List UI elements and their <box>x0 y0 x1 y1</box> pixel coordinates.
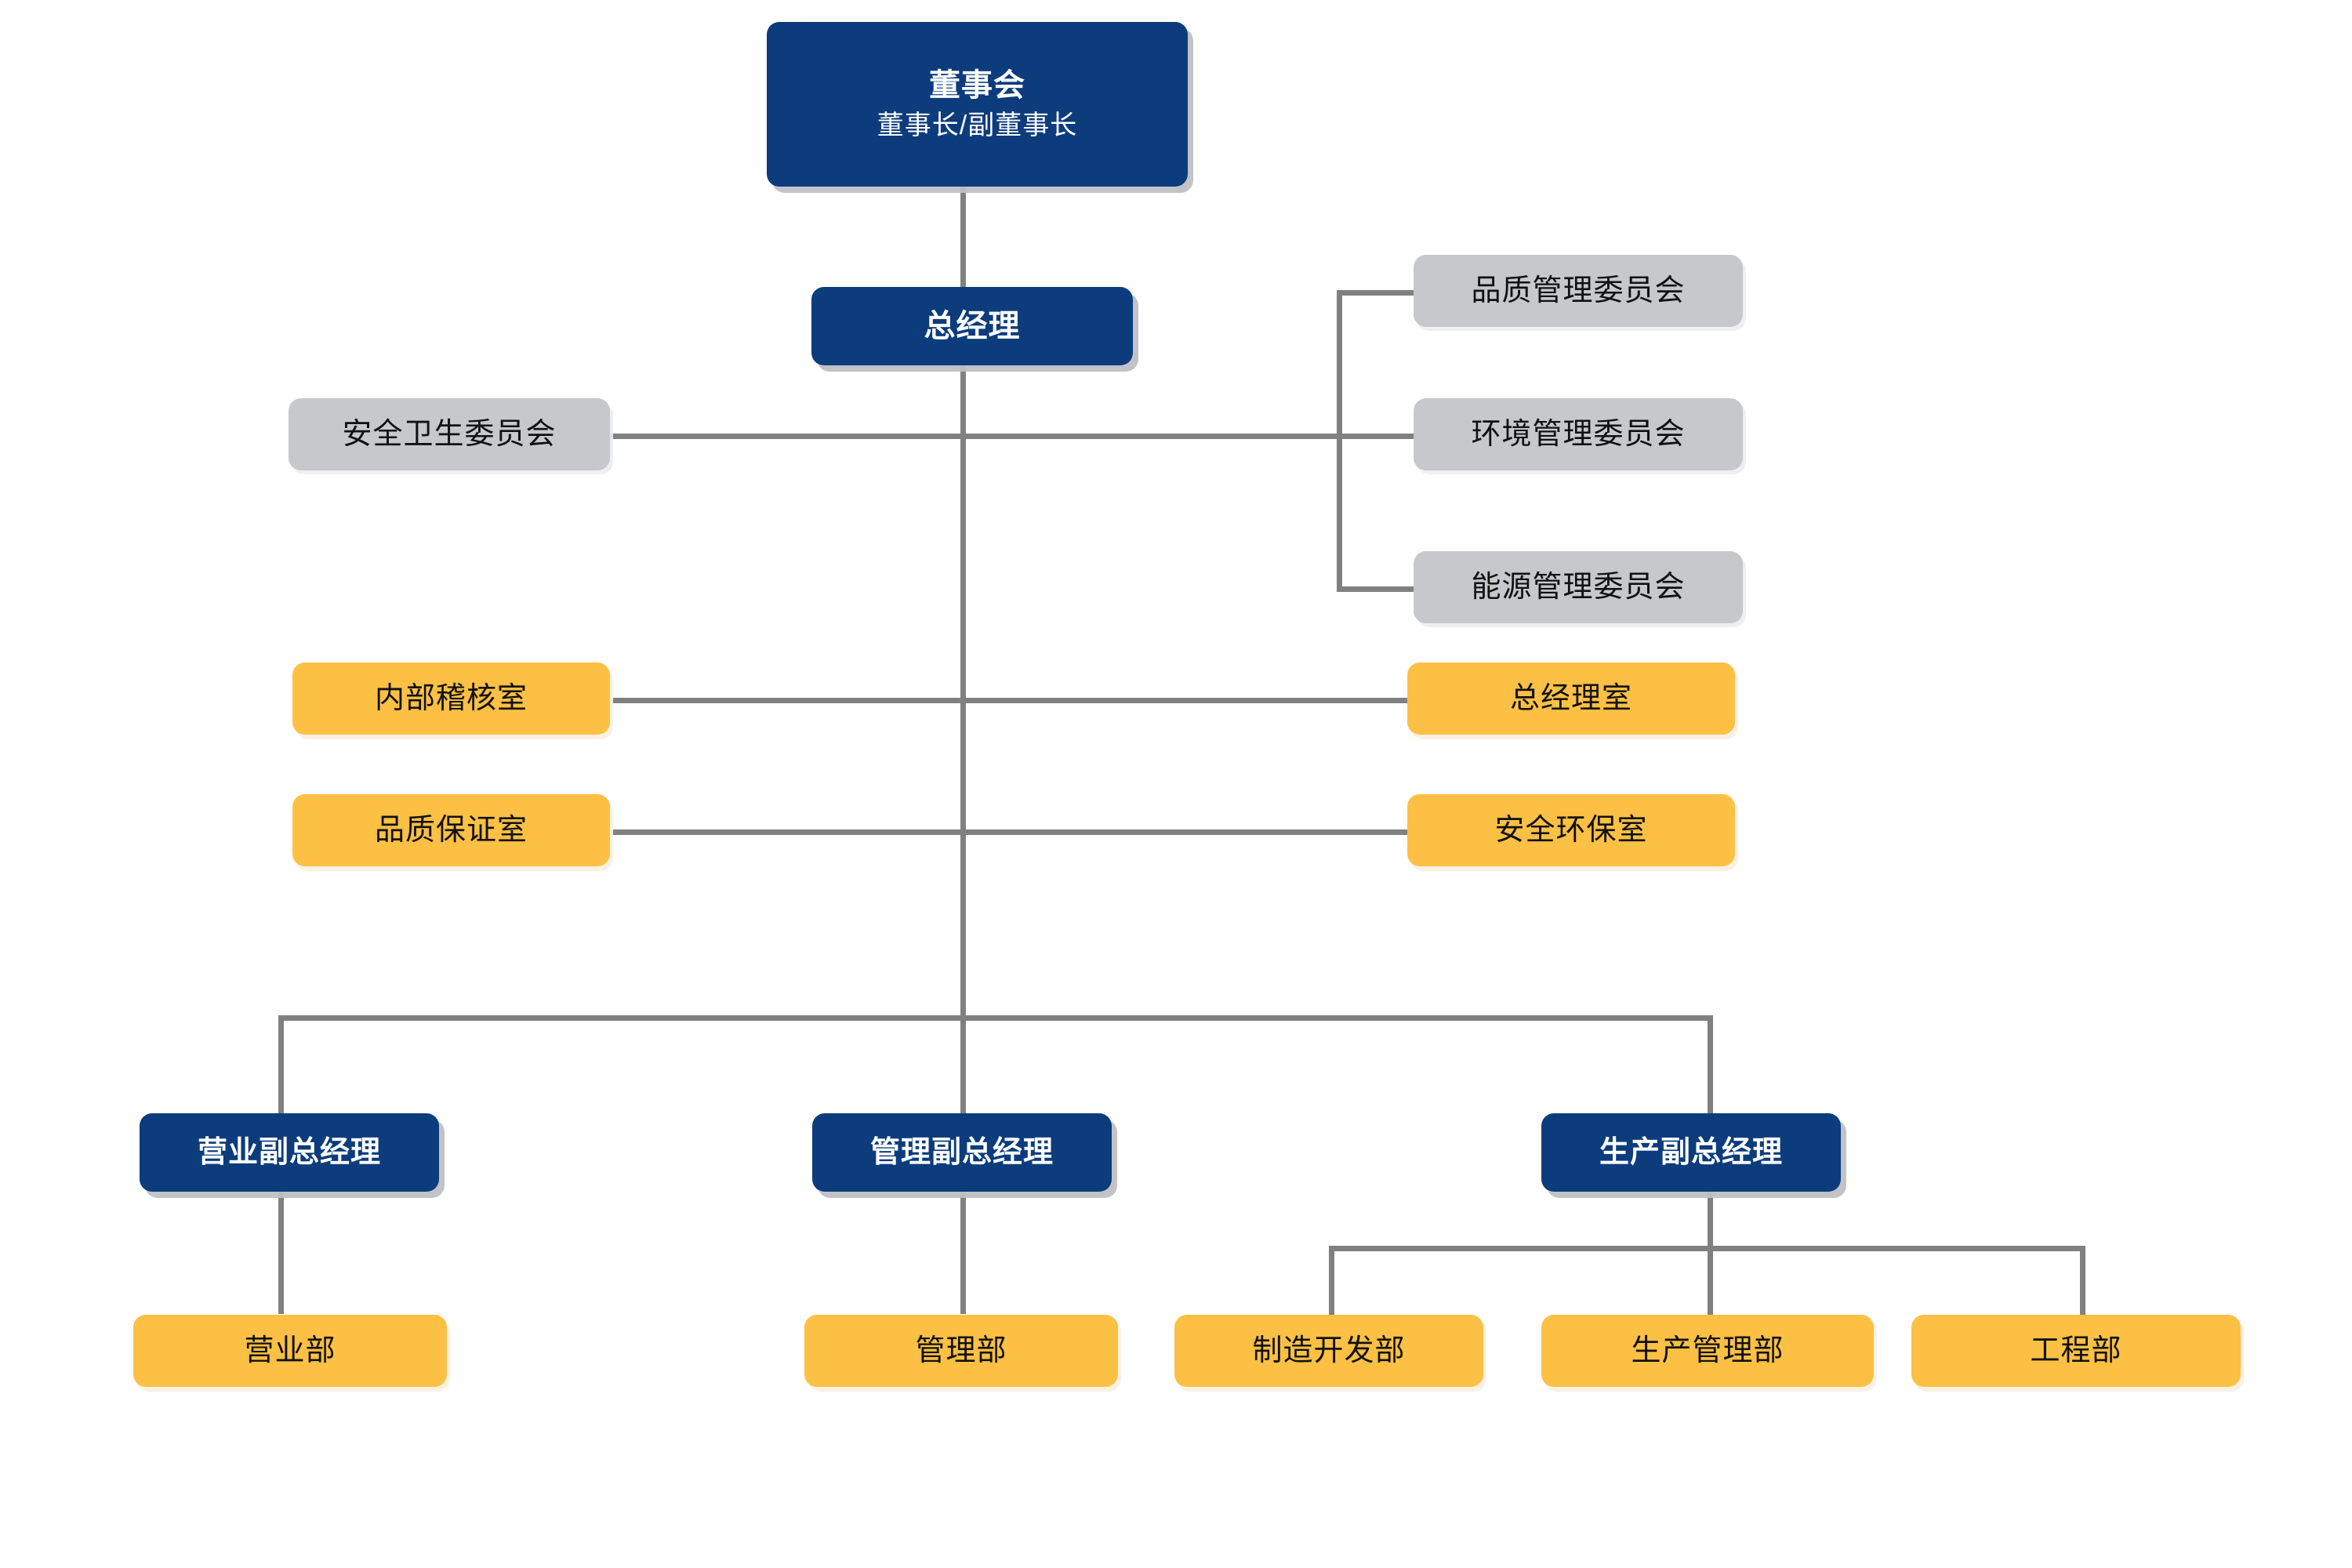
connector-staff-row-qa <box>608 829 1407 835</box>
connector-committee-environment <box>1337 434 1415 439</box>
node-general-manager-office-label: 总经理室 <box>1509 681 1632 715</box>
node-manufacturing-development-department[interactable]: 制造开发部 <box>1174 1315 1483 1387</box>
connector-vp-bus <box>278 1015 1713 1021</box>
node-sales-department[interactable]: 营业部 <box>133 1315 447 1387</box>
node-management-vice-president-label: 管理副总经理 <box>869 1135 1054 1169</box>
node-internal-audit-office-label: 内部稽核室 <box>374 681 528 715</box>
node-engineering-department-label: 工程部 <box>2030 1334 2122 1367</box>
node-management-department-label: 管理部 <box>915 1334 1007 1367</box>
node-safety-health-committee-label: 安全卫生委员会 <box>342 417 557 451</box>
connector-committee-energy <box>1337 586 1415 592</box>
node-engineering-department[interactable]: 工程部 <box>1911 1315 2241 1387</box>
connector-production-vp-stem <box>1708 1192 1713 1248</box>
connector-management-vp-to-dept <box>960 1192 966 1314</box>
node-general-manager-office[interactable]: 总经理室 <box>1407 662 1735 735</box>
connector-drop-manufacturing <box>1329 1246 1334 1315</box>
connector-vp-drop-sales <box>278 1015 284 1125</box>
node-sales-department-label: 营业部 <box>244 1334 336 1367</box>
connector-committee-quality <box>1337 290 1415 296</box>
node-board-label: 董事会 <box>929 67 1025 103</box>
connector-committee-spine <box>1337 290 1342 592</box>
connector-safety-health-committee <box>608 434 1341 439</box>
node-production-management-department[interactable]: 生产管理部 <box>1541 1315 1874 1387</box>
node-management-vice-president[interactable]: 管理副总经理 <box>812 1113 1112 1192</box>
node-management-department[interactable]: 管理部 <box>804 1315 1118 1387</box>
connector-vp-drop-management <box>960 1015 966 1125</box>
node-safety-environment-office-label: 安全环保室 <box>1494 813 1648 847</box>
connector-staff-row-audit <box>608 698 1407 703</box>
node-internal-audit-office[interactable]: 内部稽核室 <box>292 662 610 735</box>
node-production-management-department-label: 生产管理部 <box>1631 1334 1784 1367</box>
connector-gm-trunk <box>960 365 966 1018</box>
node-sales-vice-president-label: 营业副总经理 <box>197 1135 381 1169</box>
connector-vp-drop-production <box>1708 1015 1713 1125</box>
connector-sales-vp-to-dept <box>278 1192 284 1314</box>
node-sales-vice-president[interactable]: 营业副总经理 <box>140 1113 439 1192</box>
node-board-of-directors[interactable]: 董事会 董事长/副董事长 <box>767 22 1188 187</box>
node-energy-management-committee-label: 能源管理委员会 <box>1471 570 1686 604</box>
connector-board-to-gm <box>960 185 966 287</box>
node-safety-environment-office[interactable]: 安全环保室 <box>1407 794 1735 866</box>
node-environment-management-committee-label: 环境管理委员会 <box>1471 417 1686 451</box>
connector-drop-engineering <box>2080 1246 2085 1315</box>
node-quality-assurance-office[interactable]: 品质保证室 <box>292 794 610 866</box>
node-production-vice-president-label: 生产副总经理 <box>1599 1135 1783 1169</box>
node-board-subtitle: 董事长/副董事长 <box>877 110 1078 140</box>
connector-drop-production-mgmt <box>1708 1246 1713 1315</box>
node-quality-assurance-office-label: 品质保证室 <box>374 813 528 847</box>
node-general-manager[interactable]: 总经理 <box>811 287 1133 365</box>
node-environment-management-committee[interactable]: 环境管理委员会 <box>1414 398 1743 470</box>
node-production-vice-president[interactable]: 生产副总经理 <box>1541 1113 1841 1192</box>
node-safety-health-committee[interactable]: 安全卫生委员会 <box>289 398 610 470</box>
node-quality-management-committee-label: 品质管理委员会 <box>1471 274 1686 307</box>
node-general-manager-label: 总经理 <box>924 308 1021 343</box>
node-manufacturing-development-department-label: 制造开发部 <box>1252 1334 1406 1367</box>
node-energy-management-committee[interactable]: 能源管理委员会 <box>1414 551 1743 623</box>
node-quality-management-committee[interactable]: 品质管理委员会 <box>1414 255 1743 327</box>
connector-production-bus <box>1329 1246 2085 1251</box>
